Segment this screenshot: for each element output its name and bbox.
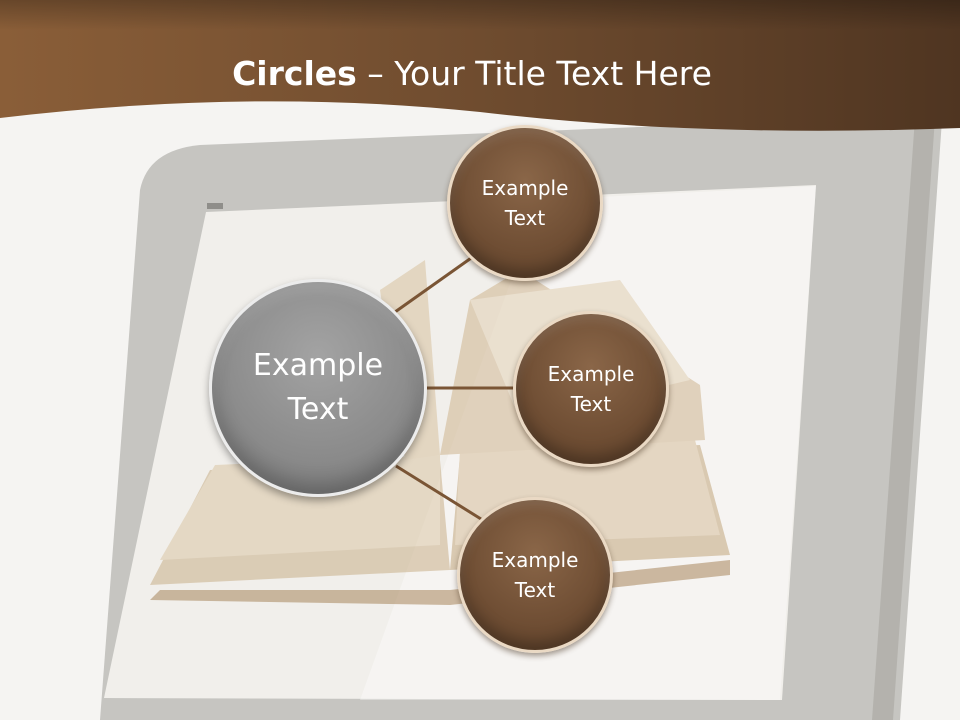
node-circle-middle: Example Text	[513, 311, 669, 467]
title-bold: Circles	[232, 54, 357, 93]
center-circle-label: Example Text	[252, 348, 384, 427]
page-title: Circles – Your Title Text Here	[0, 52, 944, 96]
title-rest: – Your Title Text Here	[356, 54, 712, 93]
connector-line-top	[394, 254, 475, 314]
header-band	[0, 0, 960, 131]
node-circle-label: Example Text	[481, 176, 569, 230]
node-circle-label: Example Text	[547, 362, 635, 416]
connectors	[394, 254, 515, 521]
node-circle-label: Example Text	[491, 548, 579, 602]
connector-line-bottom	[395, 464, 482, 521]
center-circle: Example Text	[209, 279, 427, 497]
node-circle-bottom: Example Text	[457, 497, 613, 653]
node-circle-top: Example Text	[447, 125, 603, 281]
